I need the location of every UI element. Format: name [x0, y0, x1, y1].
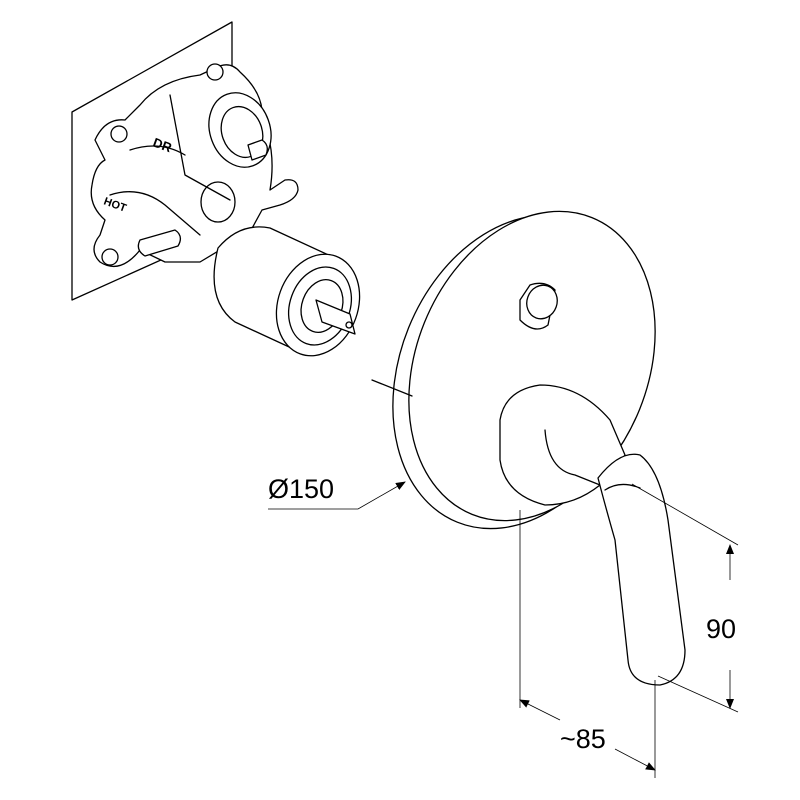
pin	[371, 379, 413, 397]
lever-handle[interactable]	[597, 453, 686, 686]
diameter-label: Ø150	[268, 474, 335, 504]
dr-label: DR	[151, 135, 174, 156]
lever-base	[499, 384, 626, 506]
cover-rosette	[371, 210, 686, 686]
depth-label: ~85	[560, 724, 606, 754]
cartridge	[213, 226, 361, 357]
diameter-dimension	[268, 481, 406, 510]
height-dimension	[631, 483, 739, 713]
depth-dimension	[519, 510, 656, 778]
valve-body: DR HOT	[90, 63, 299, 268]
height-label: 90	[706, 614, 737, 644]
